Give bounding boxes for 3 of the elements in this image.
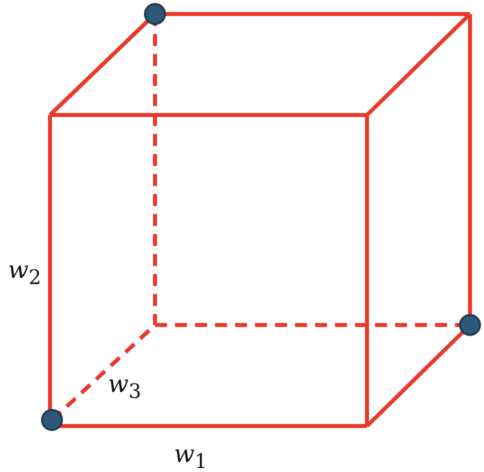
dimension-label: w$_{3}$ bbox=[108, 372, 142, 401]
dimension-label: w$_{2}$ bbox=[8, 258, 42, 287]
dimension-label: w$_{1}$ bbox=[174, 442, 208, 471]
